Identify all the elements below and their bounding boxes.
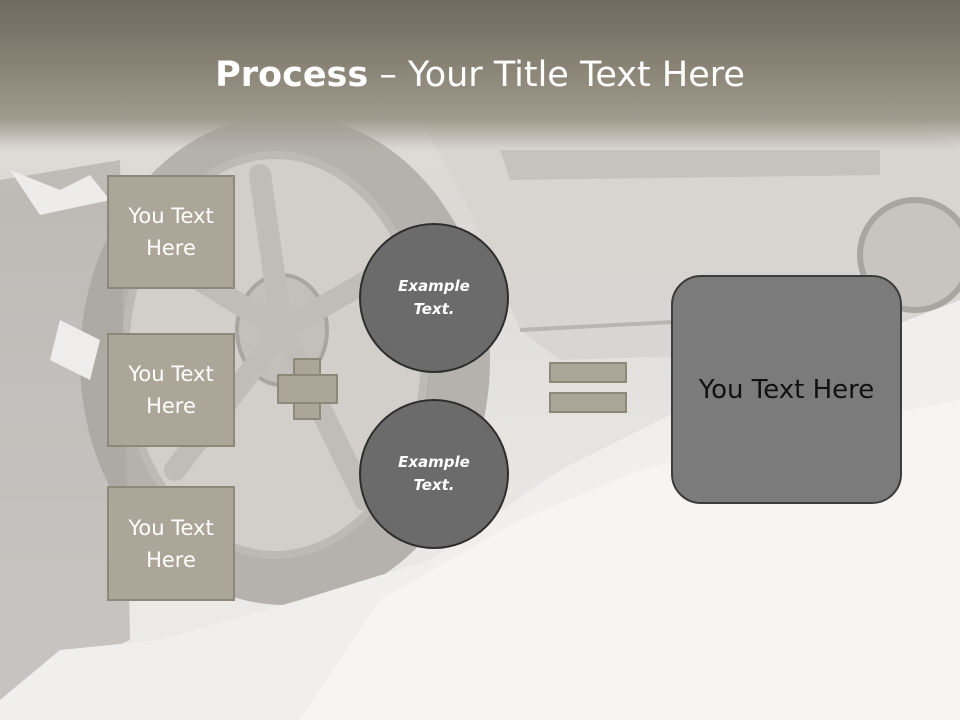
- left-box-label: You Text Here: [128, 204, 214, 260]
- title-rest: Your Title Text Here: [407, 55, 745, 95]
- result-box-label: You Text Here: [698, 374, 875, 405]
- equals-icon: [549, 362, 627, 383]
- left-box-label: You Text Here: [128, 515, 214, 572]
- equals-icon: [549, 392, 627, 413]
- left-box: You Text Here: [107, 175, 235, 289]
- left-box-label: You Text Here: [128, 362, 214, 418]
- example-circle: Example Text.: [359, 223, 509, 373]
- example-circle: Example Text.: [359, 399, 509, 549]
- example-circle-label: Example Text.: [398, 453, 470, 494]
- left-box: You Text Here: [107, 486, 235, 601]
- result-box: You Text Here: [671, 275, 902, 504]
- plus-icon: [277, 374, 338, 404]
- header-band: [0, 0, 960, 150]
- title-dash: –: [368, 55, 408, 95]
- left-box: You Text Here: [107, 333, 235, 447]
- slide-title: Process – Your Title Text Here: [0, 50, 960, 100]
- title-bold: Process: [215, 55, 369, 95]
- example-circle-label: Example Text.: [398, 277, 470, 318]
